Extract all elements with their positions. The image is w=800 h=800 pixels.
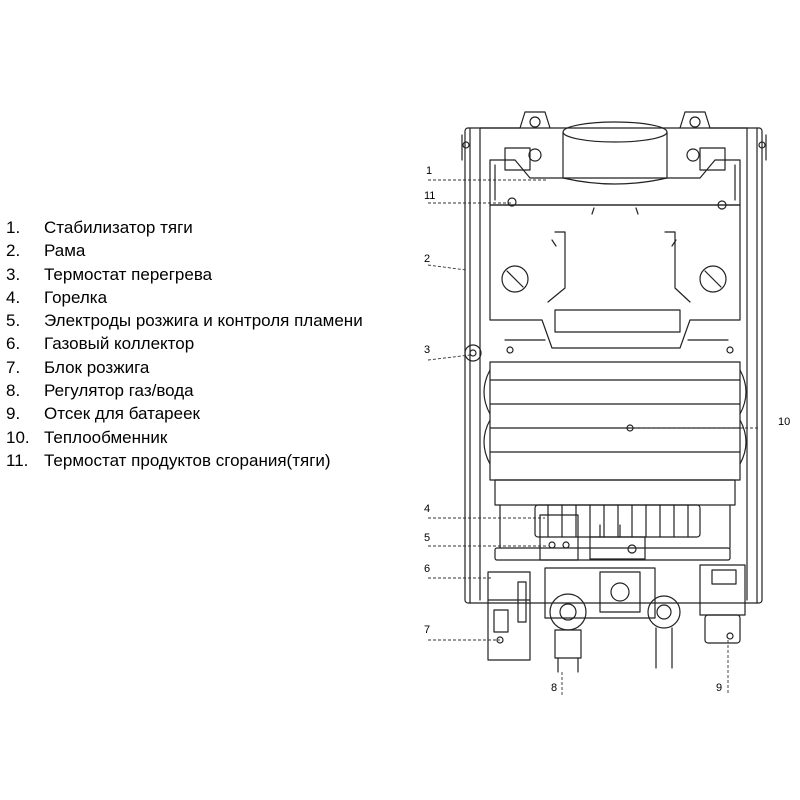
hood-body [489,204,741,354]
legend-item: 7. Блок розжига [6,356,363,379]
legend-item: 6. Газовый коллектор [6,332,363,355]
legend-label: Рама [44,241,86,261]
callout-10: 10 [778,416,790,428]
legend-item: 3. Термостат перегрева [6,263,363,286]
legend-label: Теплообменник [44,427,168,447]
legend-number: 10. [6,427,30,447]
legend-number: 4. [6,287,21,307]
legend-number: 6. [6,334,21,354]
legend-number: 11. [6,450,29,470]
callout-leaders [427,179,758,695]
ignition-block [487,571,531,661]
legend-label: Электроды розжига и контроля пламени [44,311,363,331]
legend-label: Регулятор газ/вода [44,381,194,401]
draft-stabilizer [489,147,741,210]
callout-6: 6 [424,563,430,575]
frame [461,127,767,604]
legend-number: 8. [6,381,21,401]
gas-manifold [494,514,731,561]
legend-number: 7. [6,357,21,377]
legend-item: 5. Электроды розжига и контроля пламени [6,309,363,332]
legend-label: Блок розжига [44,357,150,377]
callout-5: 5 [424,532,430,544]
burner [534,504,701,538]
legend-item: 8. Регулятор газ/вода [6,379,363,402]
heat-exchanger [483,361,747,481]
callouts: 1 11 2 3 10 4 5 6 7 8 9 [424,165,790,694]
legend-label: Газовый коллектор [44,334,195,354]
overheat-thermostat [464,344,482,362]
combustion-chamber [494,479,736,549]
legend-number: 3. [6,264,21,284]
legend-item: 4. Горелка [6,286,363,309]
legend-number: 1. [6,218,21,237]
legend-item: 1. Стабилизатор тяги [6,216,363,239]
callout-7: 7 [424,624,430,636]
callout-9: 9 [716,682,722,694]
callout-4: 4 [424,503,430,515]
legend-label: Термостат перегрева [44,264,213,284]
gas-water-regulator [544,567,681,673]
legend-label: Стабилизатор тяги [44,218,193,237]
legend-label: Термостат продуктов сгорания(тяги) [44,450,331,470]
legend-number: 9. [6,404,21,424]
legend-number: 2. [6,241,21,261]
legend-item: 11. Термостат продуктов сгорания(тяги) [6,449,363,472]
flue-outlet [562,121,668,185]
mounting-plate [479,111,748,129]
callout-8: 8 [551,682,557,694]
callout-11: 11 [424,190,435,202]
battery-compartment [699,564,746,644]
legend-label: Отсек для батареек [44,404,200,424]
callout-1: 1 [426,165,432,177]
legend-item: 2. Рама [6,239,363,262]
legend-number: 5. [6,311,21,331]
legend-list: 1. Стабилизатор тяги 2. Рама 3. Термостат п… [6,216,363,472]
legend-item: 9. Отсек для батареек [6,402,363,425]
legend-item: 10. Теплообменник [6,426,363,449]
callout-2: 2 [424,253,430,265]
callout-3: 3 [424,344,430,356]
legend-label: Горелка [44,287,108,307]
